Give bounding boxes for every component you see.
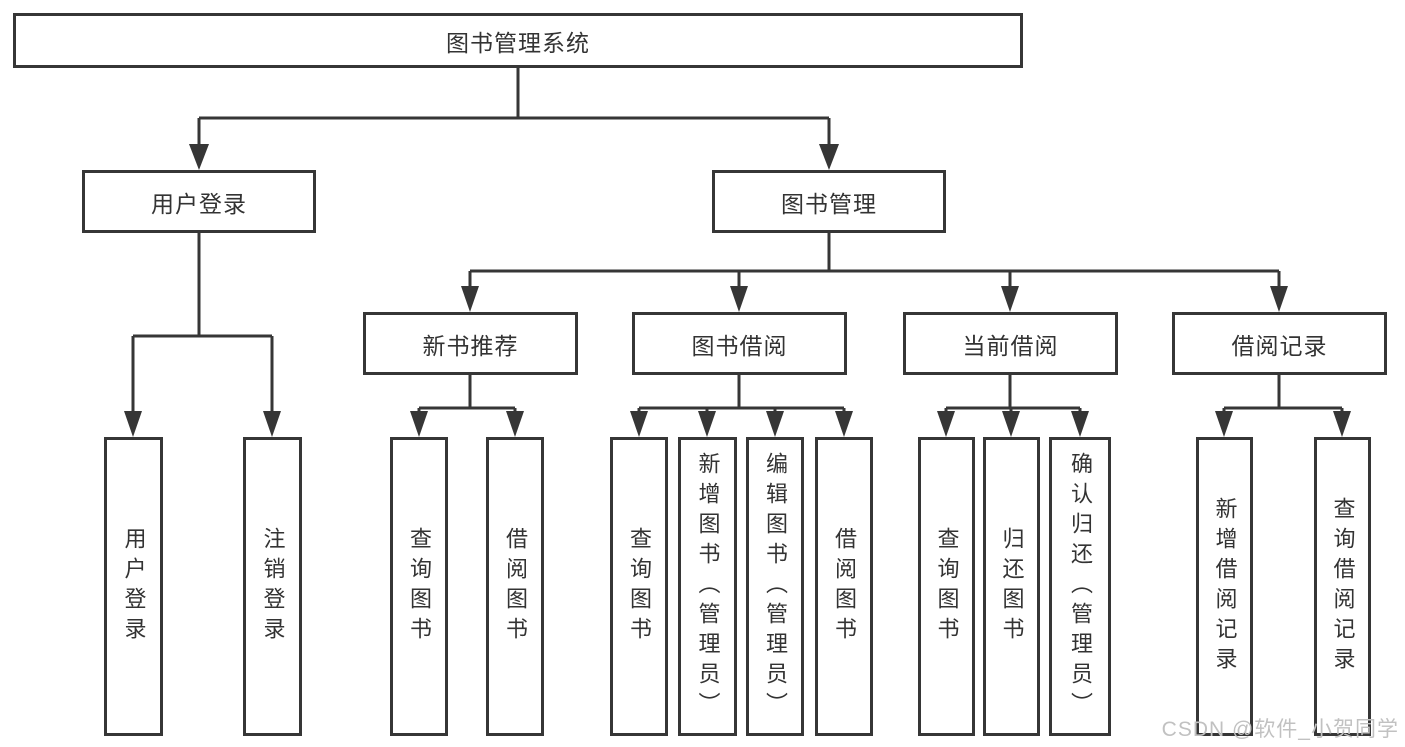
arrow-down-icon xyxy=(1001,286,1019,312)
arrow-down-icon xyxy=(461,286,479,312)
arrow-down-icon xyxy=(1071,411,1089,437)
node-current-borrow: 当前借阅 xyxy=(903,312,1118,375)
leaf-bb-borrow-books: 借阅图书 xyxy=(815,437,873,736)
connector-bookborrow-to-leaves xyxy=(637,375,846,417)
connector-root-to-level2 xyxy=(197,68,831,150)
node-label: 确认归还（管理员） xyxy=(1068,451,1093,722)
leaf-bb-add-books: 新增图书（管理员） xyxy=(678,437,737,736)
node-borrow-record: 借阅记录 xyxy=(1172,312,1387,375)
arrow-down-icon xyxy=(410,411,428,437)
arrow-down-icon xyxy=(630,411,648,437)
node-book-borrow: 图书借阅 xyxy=(632,312,847,375)
arrow-down-icon xyxy=(1333,411,1351,437)
csdn-watermark: CSDN @软件_小贺同学 xyxy=(1161,718,1399,741)
leaf-user-login: 用户登录 xyxy=(104,437,163,736)
arrow-down-icon xyxy=(730,286,748,312)
connector-currentborrow-to-leaves xyxy=(944,375,1082,417)
node-label: 查询图书 xyxy=(627,526,652,647)
node-label: 查询图书 xyxy=(407,526,432,647)
leaf-bb-query-books: 查询图书 xyxy=(610,437,668,736)
node-new-book-recommend: 新书推荐 xyxy=(363,312,578,375)
node-root-system: 图书管理系统 xyxy=(13,13,1023,68)
arrowhead-icons xyxy=(124,144,1351,437)
node-label: 归还图书 xyxy=(999,526,1025,647)
arrow-down-icon xyxy=(1270,286,1288,312)
leaf-br-add-record: 新增借阅记录 xyxy=(1196,437,1253,736)
leaf-cb-return-books: 归还图书 xyxy=(983,437,1040,736)
arrow-down-icon xyxy=(698,411,716,437)
leaf-nb-borrow-books: 借阅图书 xyxy=(486,437,544,736)
node-label: 图书借阅 xyxy=(691,332,788,359)
arrow-down-icon xyxy=(819,144,839,170)
arrow-down-icon xyxy=(1002,411,1020,437)
arrow-down-icon xyxy=(835,411,853,437)
node-book-management: 图书管理 xyxy=(712,170,946,233)
arrow-down-icon xyxy=(506,411,524,437)
node-label: 用户登录 xyxy=(121,526,147,647)
node-label: 图书管理系统 xyxy=(446,29,590,56)
node-label: 借阅图书 xyxy=(832,526,857,647)
leaf-br-query-record: 查询借阅记录 xyxy=(1314,437,1371,736)
leaf-logout: 注销登录 xyxy=(243,437,302,736)
node-user-login: 用户登录 xyxy=(82,170,316,233)
node-label: 查询借阅记录 xyxy=(1330,496,1356,677)
node-label: 新增借阅记录 xyxy=(1212,496,1238,677)
leaf-nb-query-books: 查询图书 xyxy=(390,437,448,736)
node-label: 新书推荐 xyxy=(422,332,519,359)
node-label: 注销登录 xyxy=(260,526,286,647)
node-label: 借阅记录 xyxy=(1231,332,1328,359)
connector-newbook-to-leaves xyxy=(417,375,517,417)
node-label: 新增图书（管理员） xyxy=(695,451,721,722)
leaf-bb-edit-books: 编辑图书（管理员） xyxy=(746,437,804,736)
arrow-down-icon xyxy=(124,411,142,437)
node-label: 借阅图书 xyxy=(503,526,528,647)
node-label: 编辑图书（管理员） xyxy=(763,451,788,722)
leaf-cb-query-books: 查询图书 xyxy=(918,437,975,736)
arrow-down-icon xyxy=(189,144,209,170)
arrow-down-icon xyxy=(263,411,281,437)
connector-userlogin-to-leaves xyxy=(131,233,274,417)
node-label: 图书管理 xyxy=(781,190,877,217)
node-label: 当前借阅 xyxy=(962,332,1059,359)
node-label: 查询图书 xyxy=(934,526,960,647)
leaf-cb-confirm-return: 确认归还（管理员） xyxy=(1049,437,1111,736)
arrow-down-icon xyxy=(937,411,955,437)
connector-borrowrecord-to-leaves xyxy=(1222,375,1344,417)
connector-bookmgmt-to-level3 xyxy=(468,233,1281,292)
node-label: 用户登录 xyxy=(151,190,247,217)
arrow-down-icon xyxy=(1215,411,1233,437)
arrow-down-icon xyxy=(766,411,784,437)
